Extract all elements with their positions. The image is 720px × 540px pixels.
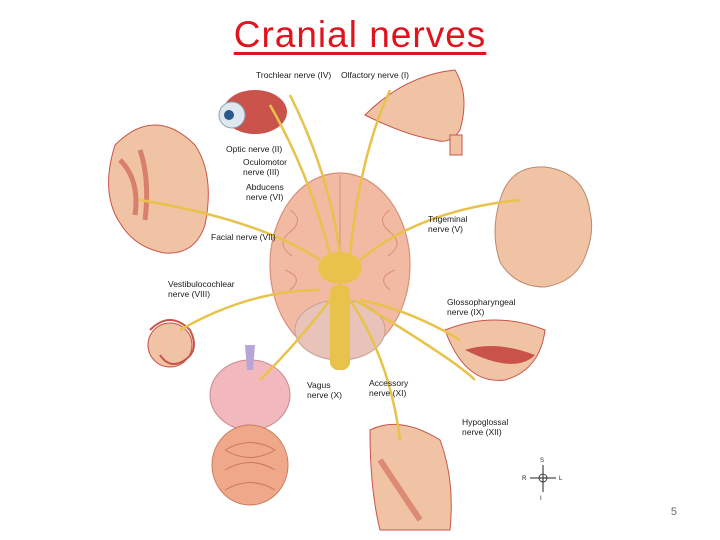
label-oculomotor-nerve: Oculomotor nerve (III) xyxy=(243,157,287,177)
compass-rose: S I R L xyxy=(522,458,563,502)
compass-label-n: S xyxy=(540,458,544,464)
nasal-cavity xyxy=(364,69,465,156)
slide-title: Cranial nerves xyxy=(233,14,487,55)
neck xyxy=(369,423,452,531)
nerve-paths xyxy=(139,89,521,441)
eyeball xyxy=(218,90,287,134)
label-olfactory-nerve: Olfactory nerve (I) xyxy=(341,70,410,80)
label-hypoglossal-nerve: Hypoglossal nerve (XII) xyxy=(462,417,509,437)
label-trochlear-nerve: Trochlear nerve (IV) xyxy=(256,70,332,80)
oral-cavity xyxy=(444,319,546,381)
brain xyxy=(269,172,411,370)
inner-ear xyxy=(147,319,195,368)
label-glossopharyngeal-nerve: Glossopharyngeal nerve (IX) xyxy=(447,297,516,317)
compass-label-w: R xyxy=(522,476,527,482)
label-facial-nerve: Facial nerve (VII) xyxy=(211,232,276,242)
label-vagus-nerve: Vagus nerve (X) xyxy=(307,380,342,400)
head-right xyxy=(494,166,593,288)
viscera xyxy=(209,345,291,506)
label-trigeminal-nerve: Trigeminal nerve (V) xyxy=(428,214,468,234)
compass-label-e: L xyxy=(559,476,563,482)
label-optic-nerve: Optic nerve (II) xyxy=(226,144,283,154)
label-accessory-nerve: Accessory nerve (XI) xyxy=(369,378,409,398)
face-left xyxy=(108,124,209,254)
label-vestibulocochlear-nerve: Vestibulocochlear nerve (VIII) xyxy=(168,279,235,299)
compass-label-s: I xyxy=(540,496,542,502)
slide-number: 5 xyxy=(670,506,677,518)
label-abducens-nerve: Abducens nerve (VI) xyxy=(246,182,284,202)
